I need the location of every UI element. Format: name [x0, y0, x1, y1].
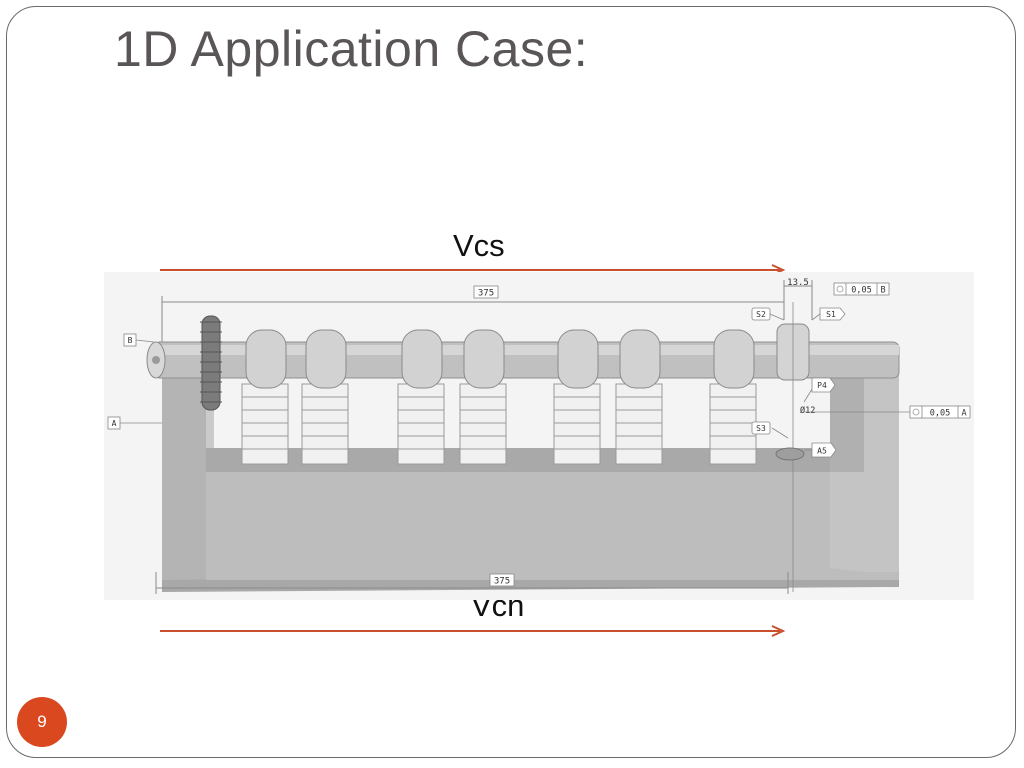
- svg-text:S2: S2: [756, 310, 766, 319]
- callout-s3: S3: [751, 421, 789, 439]
- svg-text:A: A: [961, 409, 966, 419]
- callout-p4: P4: [803, 377, 836, 403]
- cam-and-spring-3: [397, 329, 445, 465]
- svg-text:0,05: 0,05: [851, 286, 871, 296]
- top-dimension-value: 375: [478, 289, 494, 299]
- page-number-badge: 9: [17, 697, 67, 747]
- cam-and-spring-6: [615, 329, 663, 465]
- svg-text:0,05: 0,05: [930, 409, 950, 419]
- cam-and-spring-5: [553, 329, 601, 465]
- bottom-dimension-line: [155, 572, 789, 594]
- datum-a-tag: A: [107, 416, 162, 430]
- camshaft-drawing: 375 13.5 0,05 B: [104, 272, 974, 600]
- sprocket: [200, 315, 222, 411]
- cam-and-spring-1: [241, 329, 289, 465]
- svg-text:A5: A5: [817, 447, 827, 456]
- top-dimension-line: [161, 280, 813, 342]
- tolerance-frame-b: 0,05 B: [833, 282, 890, 296]
- callout-a5: A5: [804, 442, 837, 458]
- svg-text:S1: S1: [826, 310, 836, 319]
- slide-title: 1D Application Case:: [114, 21, 589, 77]
- svg-text:P4: P4: [817, 381, 827, 390]
- bottom-dimension-value: 375: [494, 577, 510, 587]
- position-icon: [836, 285, 844, 293]
- svg-text:B: B: [128, 336, 133, 345]
- cam-and-spring-2: [301, 329, 349, 465]
- offset-dimension-value: 13.5: [787, 278, 809, 288]
- callout-s2: S2: [751, 307, 785, 321]
- vch-arrow: [160, 625, 786, 637]
- vcs-label: Vcs: [453, 228, 505, 263]
- cam-and-spring-4: [459, 329, 507, 465]
- callout-s1: S1: [811, 307, 846, 321]
- cam-and-spring-7: [709, 329, 757, 465]
- datum-b-tag: B: [123, 333, 155, 347]
- svg-text:A: A: [112, 419, 117, 428]
- svg-text:B: B: [880, 286, 885, 296]
- tolerance-frame-a: 0,05 A: [804, 405, 971, 419]
- diameter-label: Ø12: [800, 405, 815, 416]
- svg-text:S3: S3: [756, 424, 766, 433]
- position-icon: [912, 408, 920, 416]
